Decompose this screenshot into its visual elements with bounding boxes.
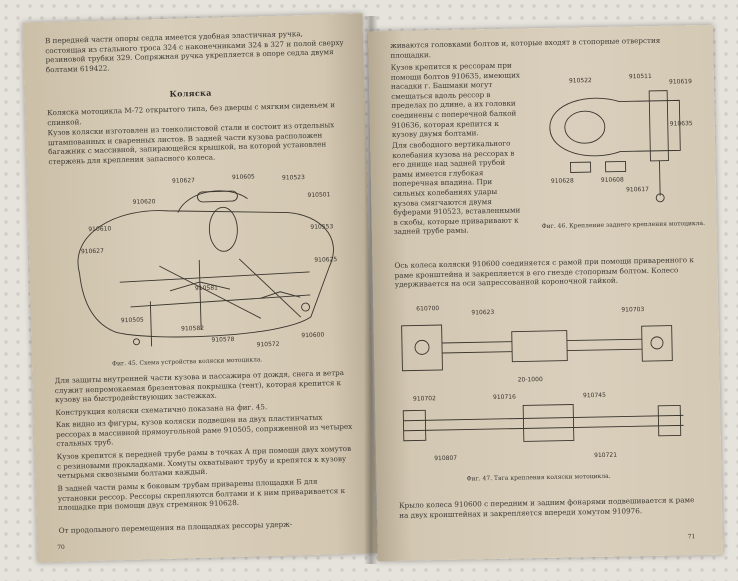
fig45-label: 910620: [132, 198, 155, 206]
fig46-label: 910511: [629, 73, 652, 80]
fig45-label: 910610: [88, 225, 111, 233]
right-para-2: Для свободного вертикального колебания к…: [392, 138, 521, 237]
fig45-label: 910627: [172, 177, 195, 185]
right-para-1: Кузов крепится к рессорам при помощи бол…: [390, 60, 520, 140]
figure-47-caption: Фиг. 47. Тяга крепления коляски мотоцикл…: [466, 472, 611, 483]
fig47-label: 910745: [583, 392, 606, 399]
left-page-number: 70: [57, 543, 65, 552]
right-page: живаются головками болтов и, которые вхо…: [367, 24, 724, 562]
left-para-5: Как видно из фигуры, кузов коляски подве…: [55, 412, 353, 449]
fig45-label: 910625: [314, 256, 337, 264]
fig46-label: 910522: [569, 77, 592, 84]
rear-mount-diagram: 910522 910511 910619 910635 910628 91060…: [549, 73, 693, 203]
figure-45-caption: Фиг. 45. Схема устройства коляски мотоци…: [111, 356, 263, 368]
fig45-label: 910627: [81, 248, 104, 256]
fig46-label: 910619: [669, 78, 692, 85]
right-para-4: Крыло колеса 910600 с передним и задним …: [398, 495, 695, 520]
fig47-label: 610700: [416, 305, 439, 312]
fig46-label: 910628: [551, 177, 574, 184]
fig46-label: 910635: [670, 120, 693, 127]
fig45-label: 910553: [310, 223, 333, 231]
fig47-label: 910623: [471, 309, 494, 316]
fig46-label: 910617: [626, 186, 649, 193]
fig45-label: 910523: [282, 174, 305, 182]
fig45-label: 910581: [195, 284, 218, 292]
left-page: В передней части опоры седла имеется удо…: [22, 13, 378, 563]
fig47-label: 20-1000: [518, 376, 543, 383]
right-page-number: 71: [687, 533, 696, 541]
section-title: Коляска: [169, 87, 212, 99]
left-para-7: В задней части рамы к боковым трубам при…: [57, 476, 346, 513]
left-para-3: Для защиты внутренней части кузова и пас…: [54, 368, 345, 405]
fig47-label: 910807: [434, 455, 457, 462]
sidecar-diagram: 910627 910605 910523 910620 910501 91061…: [77, 173, 337, 349]
fig45-label: 910600: [301, 332, 324, 340]
fig45-label: 910572: [257, 341, 280, 349]
fig47-label: 910703: [621, 306, 644, 313]
left-para-8: От продольного перемещения на площадках …: [58, 519, 293, 536]
right-intro-text: живаются головками болтов и, которые вхо…: [390, 35, 661, 60]
fig47-label: 910721: [594, 452, 617, 459]
figure-46-caption: Фиг. 46. Крепление заднего крепления мот…: [541, 219, 706, 231]
left-para-2: Кузов коляски изготовлен из тонколистово…: [47, 120, 335, 166]
fig47-label: 910716: [493, 394, 516, 401]
fig45-label: 910582: [181, 325, 204, 333]
fig47-label: 910702: [413, 395, 436, 402]
fig45-label: 910505: [121, 317, 144, 325]
right-para-3: Ось колеса коляски 910600 соединяется с …: [394, 255, 694, 290]
fig46-label: 910608: [601, 176, 624, 183]
tie-rod-diagram: 610700 910623 20-1000 910703 910702 9107…: [401, 305, 684, 462]
fig45-label: 910578: [211, 336, 234, 344]
left-para-6: Кузов крепится к передней трубе рамы в т…: [56, 443, 352, 481]
left-intro-text: В передней части опоры седла имеется удо…: [44, 29, 344, 74]
fig45-label: 910605: [232, 173, 255, 181]
fig45-label: 910501: [307, 191, 330, 199]
